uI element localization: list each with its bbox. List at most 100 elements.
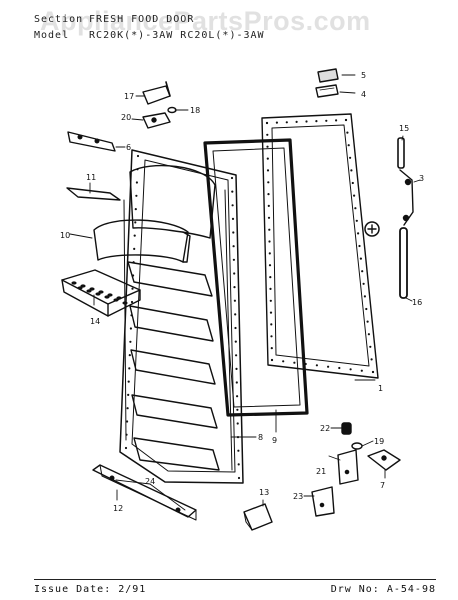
callout-21: 21: [316, 467, 326, 476]
egg-cup: [95, 292, 101, 296]
egg-cup: [71, 281, 77, 285]
screw-hole: [282, 360, 285, 363]
callout-8: 8: [258, 433, 263, 442]
egg-cup: [104, 295, 110, 299]
screw-hole: [126, 420, 129, 423]
callout-12: 12: [113, 504, 123, 513]
screw-hole: [134, 208, 137, 211]
door-liner: [119, 149, 244, 484]
door-liner-holes: [124, 154, 241, 480]
egg-cup: [86, 289, 92, 293]
lower-hinge: [367, 449, 401, 471]
egg-cup: [113, 298, 119, 302]
screw-hole: [230, 176, 234, 180]
screw-hole: [269, 276, 272, 279]
screw-hole: [233, 272, 236, 275]
trim-piece: [315, 84, 339, 98]
callout-17: 17: [124, 92, 134, 101]
screw-hole: [237, 463, 240, 466]
butter-shelf: [66, 187, 121, 201]
diagram-header: Section FRESH FOOD DOOR Model RC20K(*)-3…: [34, 14, 265, 46]
handle-rod: [399, 227, 408, 299]
screw-hole: [129, 340, 132, 343]
screw-hole: [132, 261, 135, 264]
screw-hole: [266, 157, 269, 160]
callout-9: 9: [272, 436, 277, 445]
screw-hole: [370, 358, 373, 361]
screw-hole: [315, 120, 318, 123]
screw-hole: [275, 121, 278, 124]
screw-hole: [268, 240, 271, 243]
screw-hole: [351, 181, 354, 185]
screw-hole: [270, 358, 274, 362]
screw-hole: [315, 364, 318, 367]
screw-hole: [355, 219, 358, 222]
screw-hole: [235, 354, 238, 357]
screw-hole: [293, 361, 296, 364]
screw-hole: [267, 181, 270, 184]
screw-hole: [266, 133, 269, 136]
callout-15: 15: [399, 124, 409, 133]
handle-cap: [397, 137, 405, 169]
screw-hole: [133, 247, 136, 250]
screw-hole: [235, 367, 238, 370]
model-label: Model: [34, 30, 70, 41]
callout-19: 19: [374, 437, 384, 446]
screw-hole: [236, 408, 239, 411]
dairy-door-hinge-bar: [67, 131, 116, 152]
screw-hole: [371, 370, 375, 374]
screw-hole: [270, 335, 273, 338]
callout-7: 7: [380, 481, 385, 490]
screw-hole: [232, 258, 235, 261]
issue-date: Issue Date: 2/91: [34, 584, 147, 595]
callout-14: 14: [90, 317, 100, 326]
screw-hole: [136, 154, 140, 158]
washer: [351, 442, 363, 450]
callout-10: 10: [60, 231, 70, 240]
diagram-footer: Issue Date: 2/91 Drw No: A-54-98: [34, 579, 436, 596]
screw-hole: [237, 449, 240, 452]
screw-hole: [237, 476, 241, 480]
callout-24: 24: [145, 477, 155, 486]
screw-hole: [127, 380, 130, 383]
screw-hole: [360, 369, 363, 372]
callout-20: 20: [121, 113, 131, 122]
screw-hole: [231, 190, 234, 193]
screw-hole: [234, 340, 237, 343]
handle-screw-detail: [364, 221, 380, 237]
callout-16: 16: [412, 298, 422, 307]
screw-hole: [363, 295, 366, 298]
section-row: Section FRESH FOOD DOOR: [34, 14, 265, 30]
screw-hole: [124, 446, 128, 450]
door-gasket: [203, 138, 309, 417]
callout-1: 1: [378, 384, 383, 393]
screw-hole: [266, 145, 269, 148]
leader-lines: [69, 74, 421, 511]
egg-cup: [77, 286, 83, 290]
screw-hole: [135, 181, 138, 184]
screw-hole: [285, 121, 288, 124]
screw-hole: [129, 327, 132, 330]
screw-hole: [267, 204, 270, 207]
screw-hole: [269, 287, 272, 290]
callout-5: 5: [361, 71, 366, 80]
section-label: Section: [34, 14, 84, 25]
stop-bracket: [311, 486, 335, 517]
door-outer-panel-holes: [265, 118, 375, 374]
screw-hole: [236, 422, 239, 425]
screw-hole: [270, 323, 273, 326]
screw-hole: [125, 433, 128, 436]
screw-hole: [134, 221, 137, 224]
screw-hole: [130, 314, 133, 317]
screw-hole: [232, 231, 235, 234]
bottom-shelf-rail: [92, 464, 197, 521]
door-outer-panel: [261, 113, 379, 379]
screw-hole: [327, 365, 330, 368]
screw-hole: [358, 244, 361, 248]
callout-4: 4: [361, 90, 366, 99]
upper-hinge: [142, 81, 171, 105]
drawing-number: Drw No: A-54-98: [330, 584, 436, 595]
screw-hole: [127, 393, 130, 396]
screw-hole: [126, 407, 129, 410]
